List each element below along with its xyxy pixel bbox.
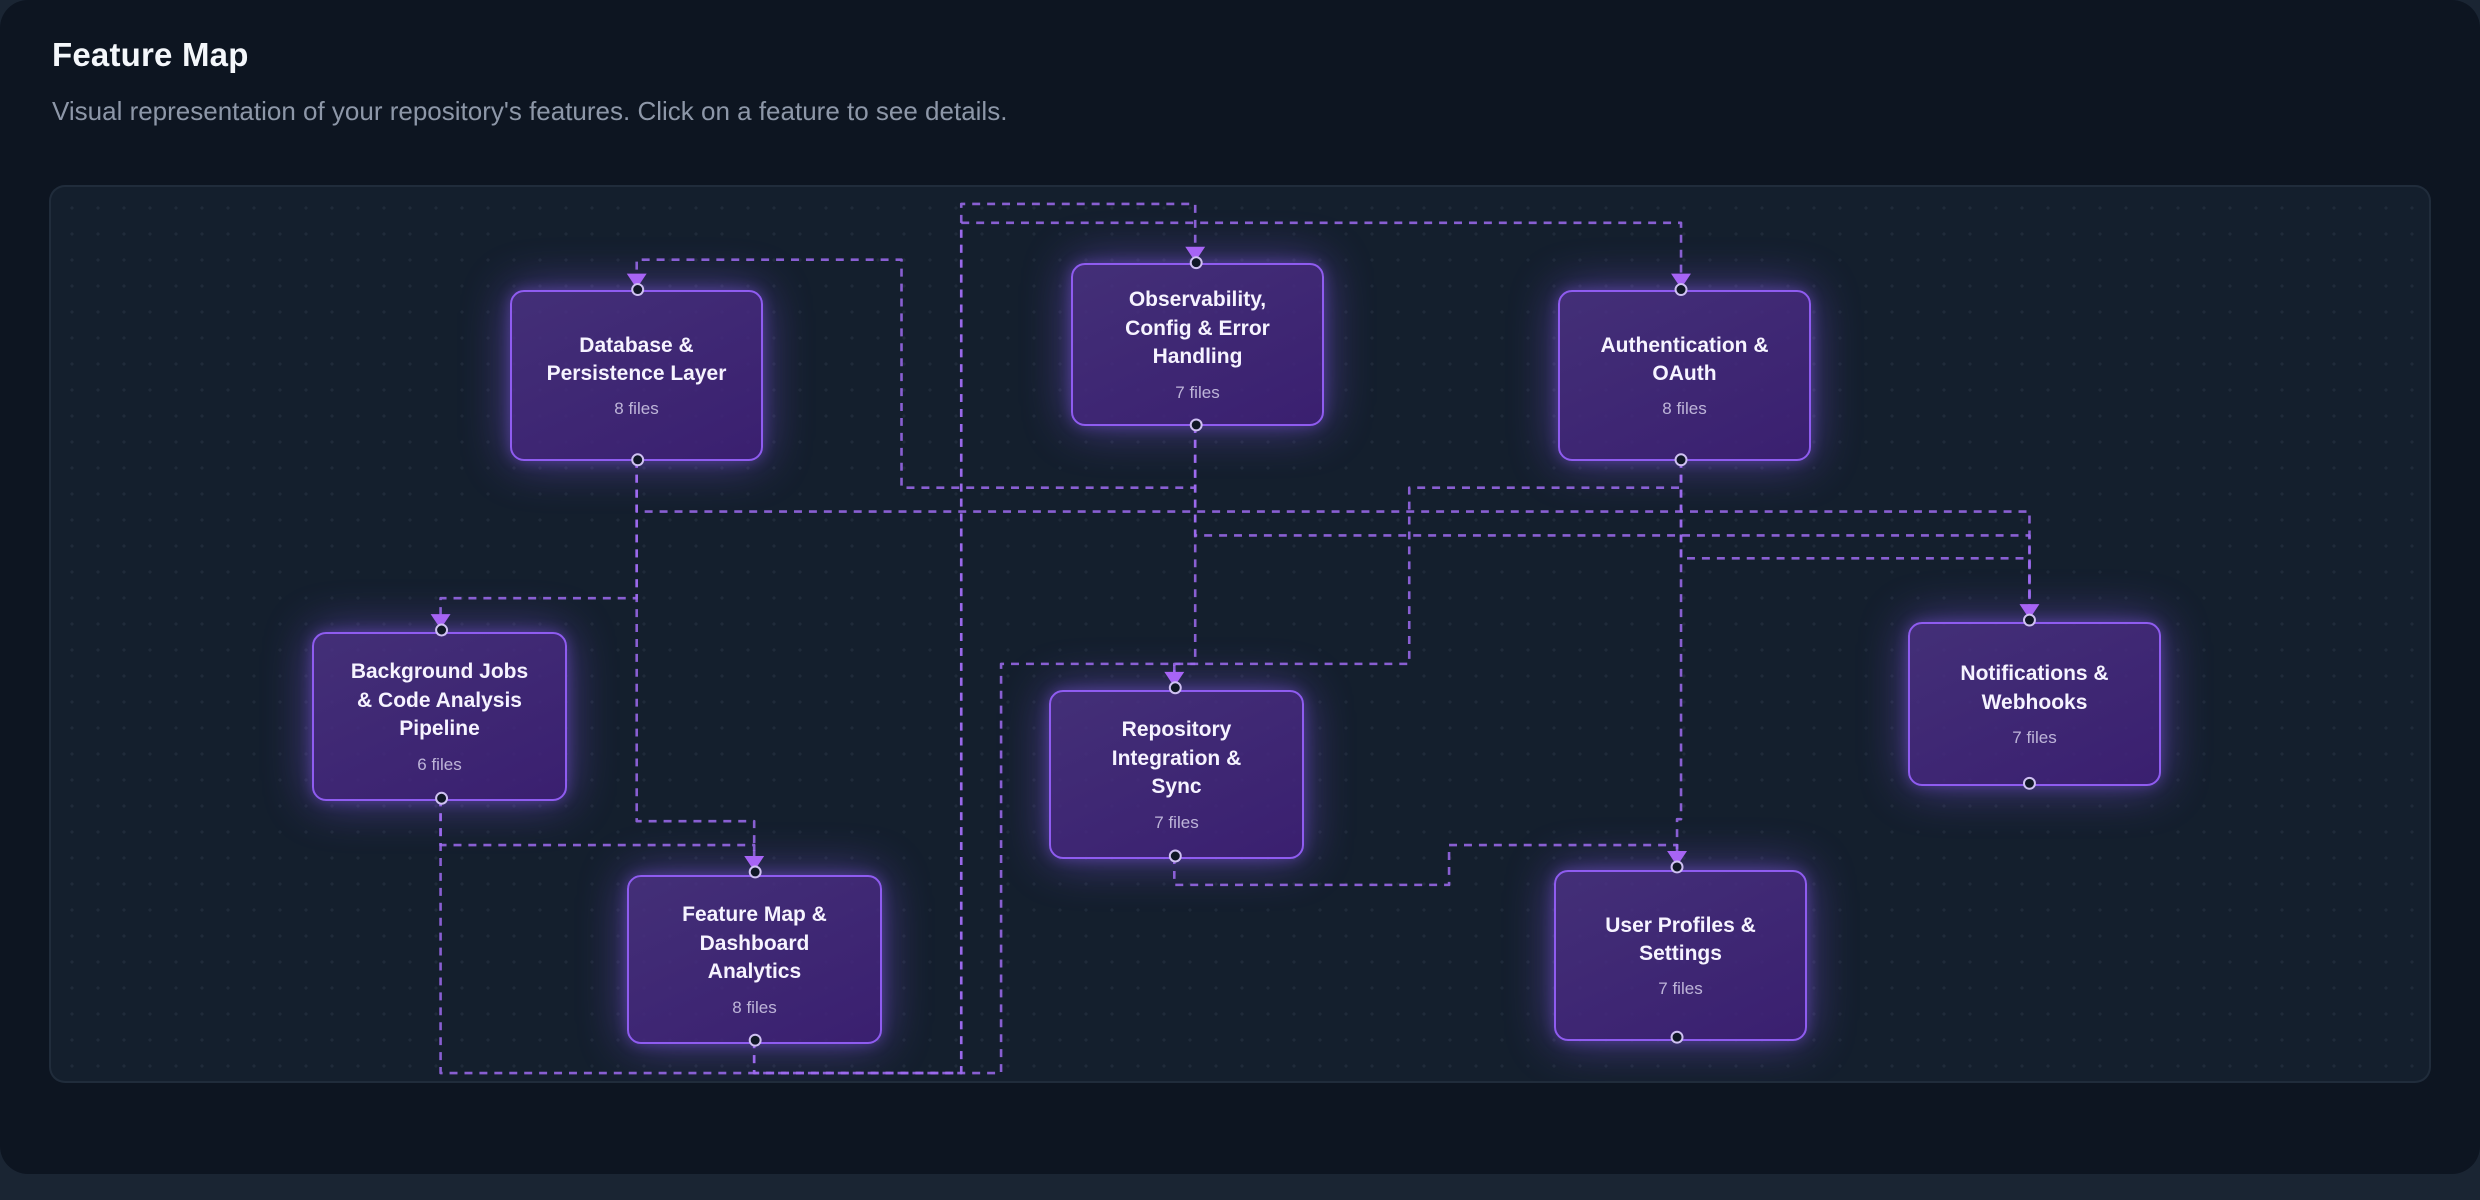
page-header: Feature Map Visual representation of you… — [52, 36, 1007, 127]
feature-node-database[interactable]: Database & Persistence Layer 8 files — [510, 290, 763, 461]
feature-node-authentication[interactable]: Authentication & OAuth 8 files — [1558, 290, 1811, 461]
edge-line — [1679, 459, 2031, 621]
edge-arrowhead — [1164, 671, 1185, 687]
node-files-count: 7 files — [2012, 727, 2057, 747]
edge-arrowhead — [1667, 851, 1687, 866]
node-label: Feature Map & Dashboard Analytics — [682, 903, 827, 984]
feature-map-canvas: Database & Persistence Layer 8 files Obser… — [49, 185, 2431, 1083]
edge-line — [439, 459, 638, 631]
edge-line — [1675, 459, 1683, 867]
edge-line — [439, 798, 756, 872]
feature-node-background-jobs[interactable]: Background Jobs & Code Analysis Pipeline… — [312, 632, 567, 801]
edge-line — [635, 459, 756, 872]
node-label: Observability, Config & Error Handling — [1125, 288, 1270, 369]
node-label: User Profiles & Settings — [1605, 913, 1756, 965]
feature-node-repository-sync[interactable]: Repository Integration & Sync 7 files — [1049, 690, 1304, 859]
page-subtitle: Visual representation of your repository… — [52, 96, 1008, 126]
edge-arrowhead — [1185, 246, 1206, 262]
edge-line — [635, 459, 2031, 621]
edge-arrowhead — [1671, 273, 1691, 289]
edge-arrowhead — [744, 856, 765, 871]
feature-node-notifications[interactable]: Notifications & Webhooks 7 files — [1908, 622, 2161, 786]
edge-arrowhead — [430, 614, 451, 630]
node-files-count: 7 files — [1154, 812, 1199, 832]
node-label: Repository Integration & Sync — [1111, 718, 1242, 799]
feature-node-user-profiles[interactable]: User Profiles & Settings 7 files — [1554, 870, 1807, 1041]
edge-arrowhead — [2019, 604, 2040, 620]
node-label: Authentication & OAuth — [1600, 333, 1769, 385]
node-files-count: 8 files — [732, 997, 777, 1017]
node-label: Notifications & Webhooks — [1960, 662, 2109, 714]
node-files-count: 8 files — [1662, 399, 1707, 419]
edge-line — [1172, 424, 1197, 688]
node-files-count: 7 files — [1658, 979, 1703, 999]
node-label: Database & Persistence Layer — [546, 333, 727, 385]
node-files-count: 7 files — [1175, 382, 1220, 402]
page-title: Feature Map — [52, 36, 249, 73]
edge-arrowhead — [626, 273, 647, 289]
feature-node-observability[interactable]: Observability, Config & Error Handling 7 … — [1071, 263, 1324, 426]
feature-node-feature-map[interactable]: Feature Map & Dashboard Analytics 8 files — [627, 875, 882, 1044]
node-files-count: 6 files — [417, 754, 462, 774]
edge-line — [1172, 459, 1683, 688]
node-label: Background Jobs & Code Analysis Pipeline — [350, 660, 529, 741]
node-files-count: 8 files — [614, 399, 659, 419]
page-card: Feature Map Visual representation of you… — [0, 0, 2480, 1174]
